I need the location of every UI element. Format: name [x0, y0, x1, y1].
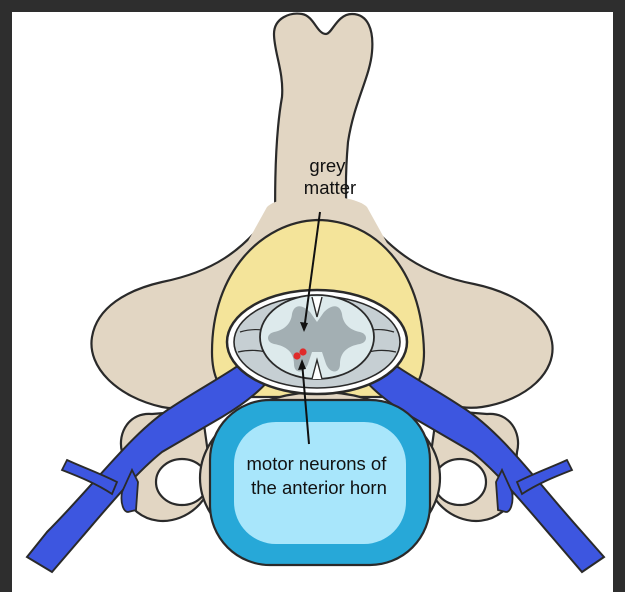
- grey-matter-label: grey matter: [304, 155, 356, 198]
- grey-matter-label-line-2: matter: [304, 177, 356, 198]
- vertebra-cross-section-diagram: grey matter motor neurons of the anterio…: [12, 12, 613, 592]
- motor-neurons-label-line-1: motor neurons of: [247, 453, 388, 474]
- diagram-canvas: grey matter motor neurons of the anterio…: [12, 12, 613, 592]
- right-intervertebral-foramen: [434, 459, 486, 505]
- motor-neuron-2: [299, 348, 306, 355]
- motor-neurons-label-line-2: the anterior horn: [251, 477, 387, 498]
- motor-neuron-1: [293, 352, 300, 359]
- grey-matter-label-line-1: grey: [309, 155, 346, 176]
